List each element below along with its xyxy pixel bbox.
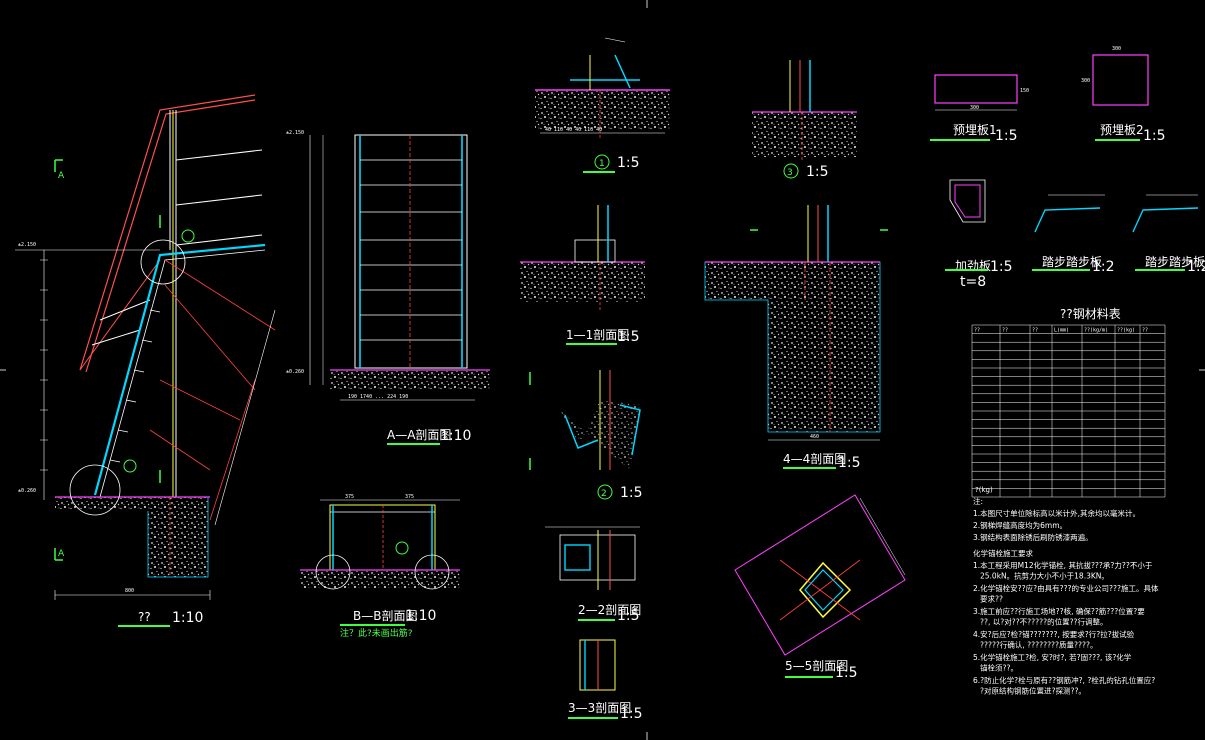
plate-1-height: 150: [1020, 88, 1029, 94]
note-2: 2.钢梯焊缝高度均为6mm。: [973, 520, 1067, 530]
section-bb: 375 375 B—B剖面图 1:10 注？此?未画出筋?: [300, 494, 460, 639]
plate-2-label: 预埋板2: [1100, 123, 1144, 137]
detail-1-scale: 1:5: [617, 155, 640, 171]
svg-text:±0.260: ±0.260: [286, 369, 304, 375]
requirement-line-2: 2.化学锚栓安??应?由具有???的专业公司???施工。具体: [973, 583, 1159, 593]
requirement-line-1: 1.本工程采用M12化学锚栓, 其抗拔???承?力??不小于: [973, 560, 1153, 570]
section-22-label: 2—2剖面图: [578, 603, 641, 617]
section-aa-label: A—A剖面图: [387, 428, 451, 442]
notes-block: 注: 1.本图尺寸单位除标高以米计外,其余均以毫米计。 2.钢梯焊缝高度均为6m…: [973, 496, 1159, 696]
main-elevation-scale: 1:10: [172, 610, 203, 626]
plate-2-height: 300: [1081, 78, 1090, 84]
svg-text:800: 800: [125, 588, 134, 594]
tread-plate-b-scale: 1:2: [1187, 259, 1205, 275]
detail-1-number: 1: [599, 159, 605, 169]
requirement-line-4: ?????行确认, ????????质量????。: [980, 640, 1097, 650]
requirement-line-1: 25.0kN。抗剪力大小不小于18.3KN。: [980, 571, 1109, 581]
requirements-title: 化学锚栓施工要求: [973, 548, 1033, 558]
note-1: 1.本图尺寸单位除标高以米计外,其余均以毫米计。: [973, 508, 1140, 518]
requirement-line-5: 5.化学锚栓施工?检, 安?时?, 若?固???, 该?化学: [973, 652, 1132, 662]
plate-2-scale: 1:5: [1143, 128, 1166, 144]
section-55-label: 5—5剖面图: [785, 659, 848, 673]
main-elevation-label: ??: [138, 610, 151, 624]
detail-2-scale: 1:5: [620, 485, 643, 501]
section-44: 460 4—4剖面图 1:5: [704, 205, 888, 471]
table-header-cell: ??: [974, 328, 980, 334]
requirement-line-3: ??, 以?对??不?????的位置??行调整。: [980, 617, 1108, 627]
svg-text:±0.260: ±0.260: [18, 488, 36, 494]
requirement-line-6: 6.?防止化学?栓与原有??钢筋冲?, ?栓孔的钻孔位置应?: [973, 675, 1155, 685]
plate-1-label: 预埋板1: [953, 123, 997, 137]
main-elevation: ±2.150 ±0.260 A A 800 ?? 1:10: [15, 94, 276, 627]
section-11-label: 1—1剖面图: [566, 328, 629, 342]
svg-text:±2.150: ±2.150: [18, 242, 36, 248]
embed-plate-1: 300 150 预埋板1 1:5: [930, 74, 1029, 144]
stiffener-thickness: t=8: [960, 274, 986, 290]
requirement-line-2: 要求??: [980, 594, 1003, 604]
section-33-scale: 1:5: [620, 706, 643, 722]
section-22-scale: 1:5: [617, 608, 640, 624]
section-bb-note: 注？此?未画出筋?: [340, 627, 413, 639]
svg-text:375: 375: [405, 494, 414, 500]
section-11-scale: 1:5: [617, 329, 640, 345]
detail-2-number: 2: [601, 489, 607, 499]
requirement-line-4: 4.安?后应?检?锚???????, 按要求?行?拉?拔试验: [973, 629, 1135, 639]
section-bb-scale: 1:10: [405, 608, 436, 624]
svg-text:460: 460: [810, 434, 819, 440]
section-44-label: 4—4剖面图: [783, 452, 846, 466]
stiffener: 加劲板 1:5 t=8: [945, 179, 1013, 290]
detail-2: 2 1:5: [529, 370, 643, 501]
plate-2-width: 300: [1112, 46, 1121, 52]
svg-text:±2.150: ±2.150: [286, 130, 304, 136]
tread-plate-a-scale: 1:2: [1092, 259, 1115, 275]
table-header-cell: ??(kg/m): [1084, 328, 1108, 334]
tread-plate-b-label: 踏步踏步板: [1145, 255, 1205, 269]
requirement-line-3: 3.施工前应??行施工场地??核, 确保??筋???位置?要: [973, 606, 1145, 616]
note-3: 3.钢结构表面除锈后刷防锈漆两遍。: [973, 532, 1093, 542]
material-table: ??钢材料表 ?????? L(mm) ??(kg/m) ??(kg)?? ?(kg): [971, 307, 1166, 498]
detail-3-number: 3: [787, 168, 793, 178]
svg-text:40 110 40 40 110 40: 40 110 40 40 110 40: [545, 127, 602, 133]
table-total-label: ?(kg): [975, 486, 993, 494]
section-55-scale: 1:5: [835, 665, 858, 681]
tread-plate-a-label: 踏步踏步板: [1042, 255, 1102, 269]
plate-1-scale: 1:5: [995, 128, 1018, 144]
section-aa-scale: 1:10: [440, 428, 471, 444]
section-marker-a-bottom: A: [58, 549, 65, 559]
detail-1: 40 110 40 40 110 40 1 1:5: [535, 37, 670, 173]
table-grid: ?????? L(mm) ??(kg/m) ??(kg)??: [971, 324, 1166, 498]
detail-3-scale: 1:5: [806, 164, 829, 180]
section-55: 5—5剖面图 1:5: [734, 494, 906, 681]
requirements-list: 1.本工程采用M12化学锚栓, 其抗拔???承?力??不小于25.0kN。抗剪力…: [973, 560, 1159, 696]
svg-text:190 1740 ... 224 190: 190 1740 ... 224 190: [348, 394, 408, 400]
section-44-scale: 1:5: [838, 455, 861, 471]
section-22: 2—2剖面图 1:5: [545, 526, 641, 624]
requirement-line-5: 锚栓须??。: [980, 663, 1018, 673]
section-33-label: 3—3剖面图: [568, 701, 631, 715]
table-header-cell: ??(kg): [1117, 328, 1135, 334]
plate-1-width: 300: [970, 105, 979, 111]
table-header-cell: ??: [1142, 328, 1148, 334]
tread-plate-a: 踏步踏步板 1:2: [1032, 194, 1115, 275]
table-header-cell: L(mm): [1054, 328, 1069, 334]
detail-3: 3 1:5: [752, 60, 857, 180]
requirement-line-6: ?对原结构钢筋位置进?探测??。: [980, 686, 1086, 696]
notes-label: 注:: [973, 496, 983, 506]
embed-plate-2: 300 300 预埋板2 1:5: [1081, 46, 1166, 144]
section-11: 1—1剖面图 1:5: [520, 205, 645, 345]
table-title: ??钢材料表: [1060, 307, 1121, 321]
tread-plate-b: 踏步踏步板 1:2: [1132, 194, 1205, 275]
section-33: 3—3剖面图 1:5: [568, 639, 643, 722]
svg-text:375: 375: [345, 494, 354, 500]
section-aa: ±2.150 ±0.260 190 1740 ... 224 190 A—A剖面…: [286, 130, 490, 445]
stiffener-scale: 1:5: [990, 259, 1013, 275]
table-header-cell: ??: [1032, 328, 1038, 334]
section-bb-label: B—B剖面图: [353, 609, 417, 623]
section-marker-a-top: A: [58, 171, 65, 181]
table-header-cell: ??: [1002, 328, 1008, 334]
